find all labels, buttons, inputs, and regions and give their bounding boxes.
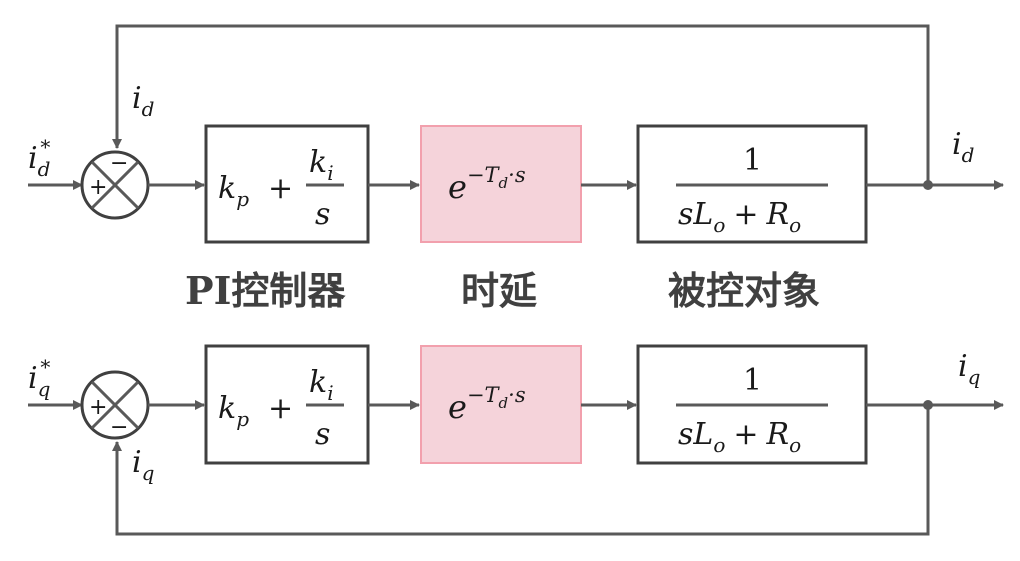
d-plant-numerator: 1 <box>743 143 762 178</box>
d-summing-junction: − + <box>80 150 150 220</box>
d-plant-denominator: sLo+Ro <box>678 197 801 237</box>
q-pi-block: kp + ki s <box>204 344 370 465</box>
d-plant-block: 1 sLo+Ro <box>636 124 868 244</box>
plant-label: 被控对象 <box>668 268 820 313</box>
q-plant-block: 1 sLo+Ro <box>636 344 868 465</box>
d-axis-loop: − + kp + ki s e−Td·s 1 sLo+Ro <box>28 24 1004 244</box>
q-delay-box <box>420 345 582 464</box>
q-sum-plus-sign: + <box>89 395 107 420</box>
q-output-label: iq <box>958 349 980 389</box>
q-delay-expr: e−Td·s <box>448 383 526 426</box>
d-output-label: id <box>952 127 974 167</box>
d-pi-kp: kp <box>218 171 249 211</box>
q-input-label: iq* <box>28 355 50 401</box>
q-axis-loop: + − kp + ki s e−Td·s 1 sLo+Ro iq* iq iq <box>28 344 1004 536</box>
d-pi-plus: + <box>268 171 293 206</box>
d-pi-ki: ki <box>309 145 334 185</box>
q-plant-numerator: 1 <box>743 363 762 398</box>
delay-label: 时延 <box>461 268 537 313</box>
q-sum-minus-sign: − <box>110 415 128 440</box>
q-sum-cross-b <box>90 380 140 430</box>
q-feedback-path <box>112 405 930 536</box>
q-feedback-label: iq <box>132 445 154 485</box>
q-pi-plus: + <box>268 391 293 426</box>
q-summing-junction: + − <box>80 370 150 440</box>
d-delay-box <box>420 125 582 243</box>
q-delay-block: e−Td·s <box>420 345 582 464</box>
d-delay-block: e−Td·s <box>420 125 582 243</box>
d-delay-expr: e−Td·s <box>448 163 526 206</box>
d-feedback-path <box>112 24 930 185</box>
d-sum-plus-sign: + <box>89 175 107 200</box>
d-pi-block: kp + ki s <box>204 124 370 244</box>
pi-controller-label: PI控制器 <box>185 268 346 313</box>
d-pi-s: s <box>315 197 330 232</box>
q-pi-s: s <box>315 417 330 452</box>
q-pi-kp: kp <box>218 391 249 431</box>
d-input-label: id* <box>28 135 50 181</box>
q-plant-denominator: sLo+Ro <box>678 417 801 457</box>
d-sum-minus-sign: − <box>110 151 128 176</box>
d-feedback-label: id <box>132 81 154 121</box>
q-pi-ki: ki <box>309 365 334 405</box>
d-sum-cross-b <box>90 160 140 210</box>
